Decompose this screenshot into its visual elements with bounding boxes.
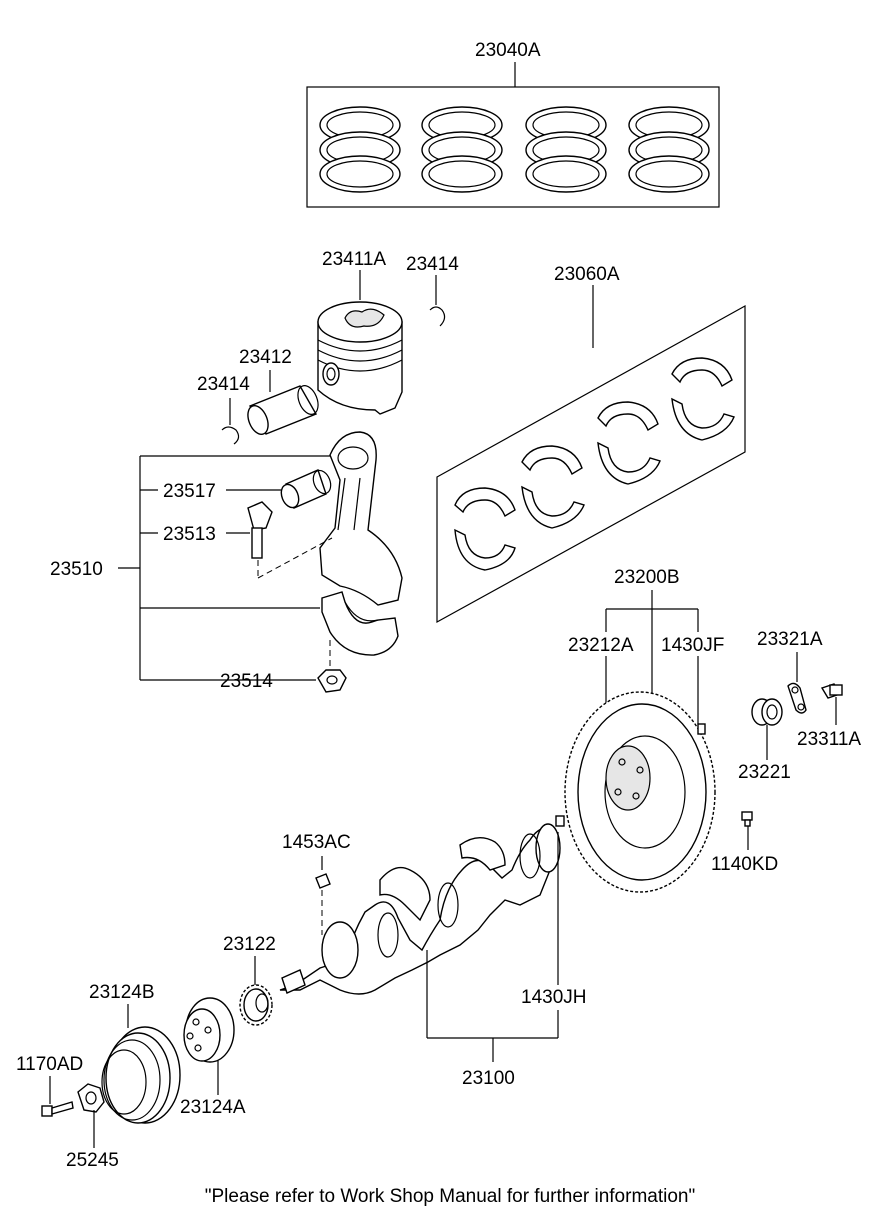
label-crankshaft: 23100: [462, 1068, 515, 1089]
snap-ring-top: [429, 275, 446, 327]
piston: [317, 270, 403, 415]
woodruff-key: [315, 856, 331, 935]
flywheel: [564, 691, 716, 893]
label-crank-sprocket: 23122: [223, 934, 276, 955]
flywheel-pin: [697, 723, 706, 735]
bearing-shell-top-4: [671, 357, 733, 388]
small-end-bushing: [280, 469, 332, 509]
label-flywheel-assy: 23200B: [614, 567, 680, 588]
label-pulley-nut: 25245: [66, 1150, 119, 1171]
ring-stack-4: [628, 106, 710, 193]
bearing-shell-top-1: [454, 487, 516, 518]
label-pulley-bolt: 1170AD: [16, 1054, 83, 1075]
label-flywheel-bolt: 1140KD: [711, 854, 778, 875]
label-pulley: 23124B: [89, 982, 155, 1003]
ring-stack-3: [525, 106, 607, 193]
connecting-rod-bracket: [118, 455, 330, 681]
con-rod-cap: [321, 591, 399, 656]
label-piston-ring-set: 23040A: [475, 40, 541, 61]
label-piston-pin: 23412: [239, 347, 292, 368]
flywheel-bolt: [741, 811, 753, 850]
label-plate: 23321A: [757, 629, 823, 650]
label-pilot-bearing: 23221: [738, 762, 791, 783]
con-rod-nut: [317, 640, 347, 693]
label-bearing-set: 23060A: [554, 264, 620, 285]
bearing-shell-top-3: [597, 401, 659, 432]
pulley-nut: [77, 1083, 105, 1148]
label-small-end-bushing: 23517: [163, 481, 216, 502]
connecting-rod: [319, 431, 403, 606]
label-plate-bolt: 23311A: [797, 729, 861, 750]
label-woodruff-key: 1453AC: [282, 832, 351, 853]
crank-sprocket: [239, 956, 273, 1026]
con-rod-bolt: [247, 501, 333, 579]
piston-ring-set: [306, 62, 720, 208]
bearing-shell-bottom-4: [671, 397, 735, 441]
ring-stack-1: [319, 106, 401, 193]
crankshaft: [279, 823, 561, 1062]
label-flywheel-pin: 1430JF: [661, 635, 724, 656]
footer-note: "Please refer to Work Shop Manual for fu…: [205, 1186, 695, 1207]
crank-pin: [555, 815, 565, 1038]
pulley-bolt: [41, 1076, 74, 1117]
crank-pulley: [101, 1004, 181, 1124]
plate-bolt: [820, 683, 843, 725]
label-snap-ring-left: 23414: [197, 374, 250, 395]
label-con-rod-nut: 23514: [220, 671, 273, 692]
label-damper-hub: 23124A: [180, 1097, 246, 1118]
pilot-bearing: [751, 698, 783, 760]
label-con-rod-assy: 23510: [50, 559, 103, 580]
label-con-rod-bolt: 23513: [163, 524, 216, 545]
damper-hub: [183, 997, 235, 1095]
bearing-shell-bottom-2: [521, 485, 585, 529]
bearing-set: [436, 285, 746, 624]
label-snap-ring-top: 23414: [406, 254, 459, 275]
piston-pin: [247, 370, 319, 436]
snap-ring-left: [221, 398, 240, 445]
label-crank-pin: 1430JH: [521, 987, 587, 1008]
bearing-shell-top-2: [521, 445, 583, 476]
bearing-shell-bottom-3: [597, 441, 661, 485]
flywheel-assy: [605, 590, 699, 724]
ring-stack-2: [421, 106, 503, 193]
label-flywheel: 23212A: [568, 635, 634, 656]
bearing-shell-bottom-1: [454, 528, 516, 571]
plate: [787, 652, 807, 714]
label-piston: 23411A: [322, 249, 386, 270]
